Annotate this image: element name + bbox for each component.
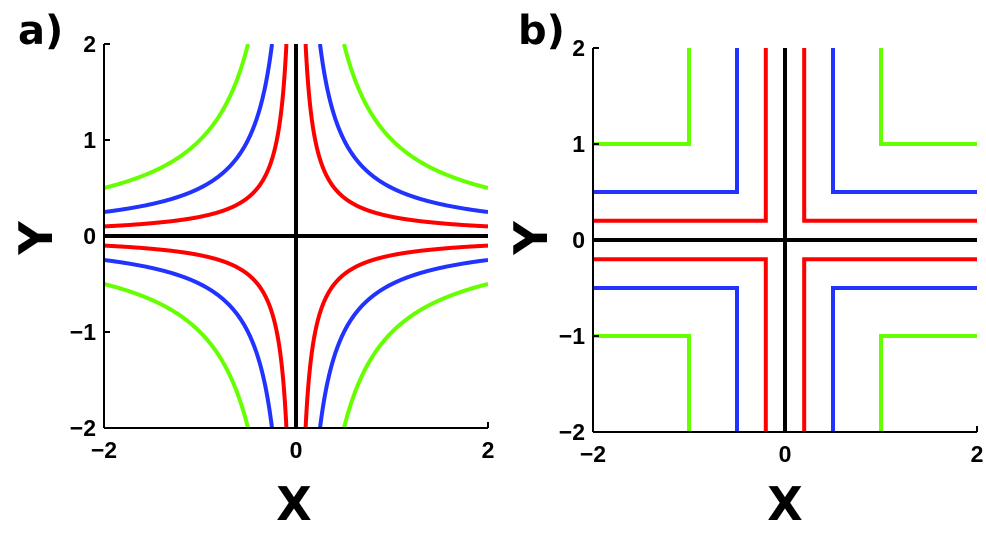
series-green-q4-b (879, 334, 977, 432)
panel-b: b) Y X −2 −1 0 1 2 −2 0 2 (504, 8, 983, 531)
x-axis-label-a: X (276, 477, 311, 531)
series-blue-q1-b (831, 48, 977, 194)
series-blue-q4-a (318, 258, 488, 428)
series-green-q2-b (593, 48, 691, 146)
series-red-q3-b (593, 257, 768, 432)
y-tick-label-a: 1 (83, 127, 96, 153)
x-tick-label-b: 2 (971, 441, 984, 467)
x-axis-label-b: X (767, 477, 802, 531)
curves-a (104, 44, 488, 428)
series-green-q2-a (104, 44, 250, 190)
plot-area-a (104, 44, 488, 428)
series-blue-q3-b (593, 286, 739, 432)
panel-a: a) Y X −2 −1 0 1 2 −2 0 2 (9, 8, 494, 531)
x-tick-label-a: −2 (91, 437, 117, 463)
series-green-q1-b (879, 48, 977, 146)
series-red-q2-b (593, 48, 768, 223)
y-tick-label-a: −1 (70, 319, 96, 345)
panel-label-b: b) (518, 8, 565, 54)
y-tick-label-b: 0 (572, 227, 585, 253)
series-red-q1-a (303, 44, 488, 229)
plot-area-b (593, 48, 977, 432)
y-axis-label-a: Y (9, 221, 63, 256)
panel-label-a: a) (18, 8, 63, 54)
y-tick-label-b: 1 (572, 131, 585, 157)
series-blue-q1-a (318, 44, 488, 214)
series-red-q3-a (104, 243, 289, 428)
series-red-q1-b (802, 48, 977, 223)
x-tick-label-b: −2 (580, 441, 606, 467)
y-tick-label-b: 2 (572, 35, 585, 61)
series-green-q3-a (104, 282, 250, 428)
series-blue-q4-b (831, 286, 977, 432)
axes-frame-a (103, 43, 489, 429)
y-tick-label-b: −1 (559, 323, 585, 349)
series-green-q3-b (593, 334, 691, 432)
series-red-q2-a (104, 44, 289, 229)
series-green-q4-a (342, 282, 488, 428)
y-tick-label-a: −2 (70, 415, 96, 441)
series-blue-q2-a (104, 44, 274, 214)
tick-labels-b: −2 −1 0 1 2 −2 0 2 (559, 35, 984, 467)
x-tick-label-a: 0 (290, 437, 303, 463)
series-blue-q2-b (593, 48, 739, 194)
series-red-q4-a (303, 243, 488, 428)
tick-labels-a: −2 −1 0 1 2 −2 0 2 (70, 31, 495, 463)
y-axis-label-b: Y (504, 221, 558, 256)
series-blue-q3-a (104, 258, 274, 428)
axes-frame-b (592, 47, 978, 433)
series-red-q4-b (802, 257, 977, 432)
x-tick-label-a: 2 (482, 437, 495, 463)
y-tick-label-a: 2 (83, 31, 96, 57)
y-tick-label-b: −2 (559, 419, 585, 445)
x-tick-label-b: 0 (779, 441, 792, 467)
series-green-q1-a (342, 44, 488, 190)
y-tick-label-a: 0 (83, 223, 96, 249)
curves-b (593, 48, 977, 432)
